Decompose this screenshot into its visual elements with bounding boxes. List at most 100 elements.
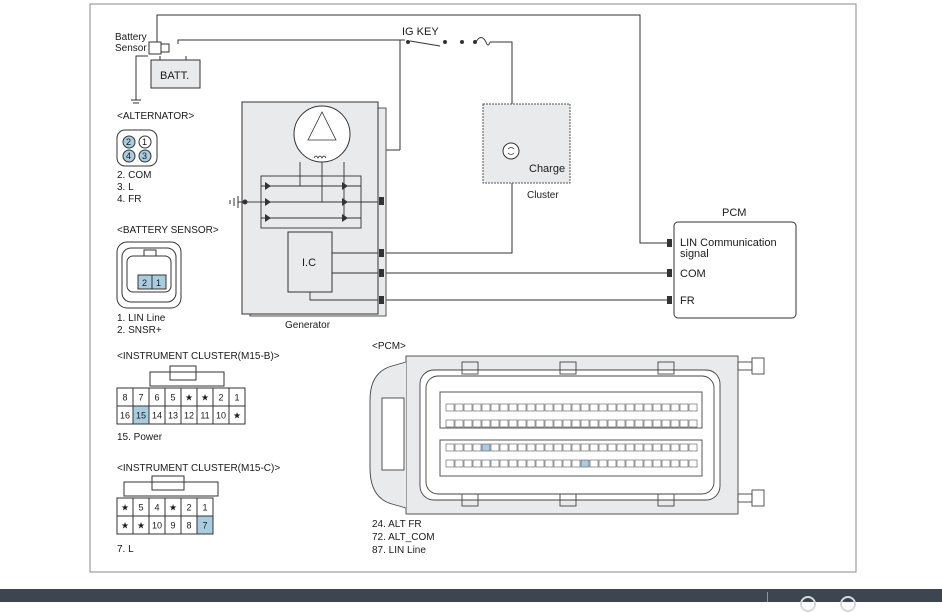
- pcm-pin: [580, 443, 590, 452]
- pcm-pin: [571, 459, 581, 468]
- pcm-pin: [580, 419, 590, 428]
- pcm-pin: [553, 419, 563, 428]
- pcm-pin: [454, 459, 464, 468]
- pcm-pin: [445, 419, 455, 428]
- pin-label: 5: [170, 393, 175, 403]
- cluster-charge-label: Charge: [529, 163, 565, 175]
- battery-sensor-plug: [160, 43, 170, 53]
- svg-text:1: 1: [142, 137, 147, 147]
- pcm-pin: [445, 403, 455, 412]
- pin-label: 8: [122, 393, 127, 403]
- pcm-pin: [517, 419, 527, 428]
- battery-box: [150, 59, 201, 89]
- pcm-pin: [598, 443, 608, 452]
- pcm-pin: [679, 443, 689, 452]
- pin-label: 2: [186, 503, 191, 513]
- pcm-pin: [508, 403, 518, 412]
- pcm-pin: [598, 403, 608, 412]
- pcm-pin: [535, 419, 545, 428]
- pcm-pin: [679, 419, 689, 428]
- alternator-title: <ALTERNATOR>: [117, 111, 194, 122]
- pin-label: 1: [234, 393, 239, 403]
- pcm-pin: [481, 403, 491, 412]
- pcm-pin: [472, 419, 482, 428]
- battery-sensor-legend-1: 1. LIN Line: [117, 313, 166, 324]
- pcm-pin: [688, 419, 698, 428]
- svg-text:3: 3: [142, 151, 147, 161]
- pcm-pin: [643, 459, 653, 468]
- pcm-pin: [526, 419, 536, 428]
- pcm-pin: [472, 459, 482, 468]
- pcm-pin: [643, 419, 653, 428]
- pcm-pin: [508, 459, 518, 468]
- pcm-lin-label-2: signal: [680, 248, 709, 260]
- charge-lamp-icon: [502, 142, 520, 160]
- pcm-pin: [562, 419, 572, 428]
- footer-circle-icon[interactable]: [800, 596, 816, 612]
- pin-label: 12: [184, 411, 194, 421]
- pcm-pin: [625, 459, 635, 468]
- alternator-legend-1: 2. COM: [117, 170, 151, 181]
- pin-label: 14: [152, 411, 162, 421]
- pin-label: 4: [154, 503, 159, 513]
- pcm-pin: [571, 403, 581, 412]
- ic-block: [287, 231, 333, 293]
- pcm-connector: [369, 355, 765, 515]
- pcm-pin: [625, 403, 635, 412]
- pcm-pin: [445, 443, 455, 452]
- pcm-pin: [499, 459, 509, 468]
- pcm-pin: [643, 443, 653, 452]
- pcm-pin: [688, 443, 698, 452]
- pcm-pin: [490, 403, 500, 412]
- pcm-pin: [634, 443, 644, 452]
- pin-cell: [228, 405, 246, 425]
- pcm-pin: [472, 443, 482, 452]
- pcm-pin: [670, 403, 680, 412]
- cluster-m15b-legend: 15. Power: [117, 432, 163, 443]
- pcm-pin: [634, 459, 644, 468]
- alternator-connector: 2 1 4 3: [116, 129, 158, 167]
- pcm-pin: [508, 443, 518, 452]
- footer-circle-icon-2[interactable]: [840, 596, 856, 612]
- pcm-pin: [526, 443, 536, 452]
- pcm-pin: [499, 403, 509, 412]
- ic-label: I.C: [302, 257, 316, 269]
- pin-label: 2: [218, 393, 223, 403]
- pcm-pin: [553, 459, 563, 468]
- pcm-pin: [661, 459, 671, 468]
- pcm-pin: [643, 403, 653, 412]
- battery-sensor-connector: 2 1: [116, 241, 182, 309]
- pcm-pin: [598, 459, 608, 468]
- pcm-pin: [481, 459, 491, 468]
- pin-label: ★: [201, 393, 209, 403]
- svg-text:2: 2: [126, 137, 131, 147]
- pin-label: 10: [216, 411, 226, 421]
- pin-label: 15: [136, 411, 146, 421]
- pcm-pin: [652, 419, 662, 428]
- pcm-pin: [679, 459, 689, 468]
- pcm-legend-2: 72. ALT_COM: [372, 532, 435, 543]
- pcm-pin: [571, 419, 581, 428]
- pcm-pin: [589, 443, 599, 452]
- pcm-pin: [616, 443, 626, 452]
- pcm-pin: [688, 403, 698, 412]
- pcm-pin: [463, 443, 473, 452]
- pcm-pin: [535, 459, 545, 468]
- pcm-legend-1: 24. ALT FR: [372, 519, 422, 530]
- pin-label: ★: [121, 521, 129, 531]
- battery-sensor-conn-title: <BATTERY SENSOR>: [117, 225, 219, 236]
- pcm-pin: [544, 403, 554, 412]
- pcm-pin: [499, 419, 509, 428]
- pin-label: 7: [138, 393, 143, 403]
- pcm-pin: [517, 459, 527, 468]
- pcm-pin: [571, 443, 581, 452]
- pin-label: 1: [202, 503, 207, 513]
- pcm-pin: [544, 443, 554, 452]
- pin-label: ★: [233, 411, 241, 421]
- pcm-pin: [589, 459, 599, 468]
- pcm-pin: [562, 459, 572, 468]
- pcm-pin: [652, 443, 662, 452]
- pcm-pin: [553, 443, 563, 452]
